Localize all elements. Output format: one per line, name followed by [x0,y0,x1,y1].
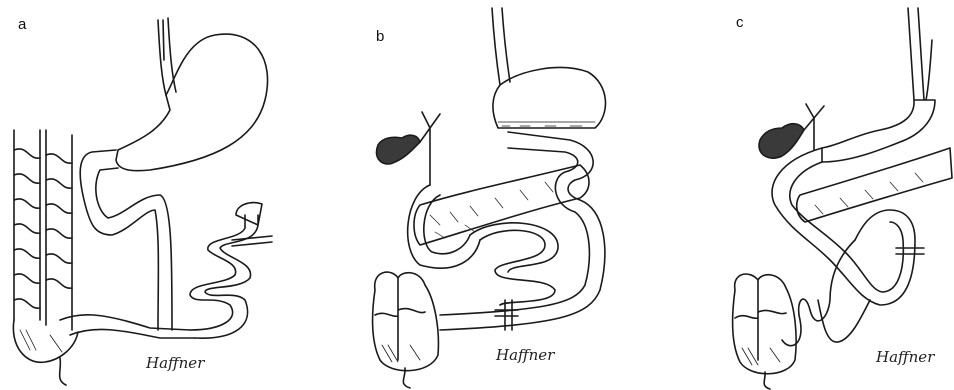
panel-a-coiled-bowel [190,215,258,338]
panel-b-signature: Haffner [495,346,555,364]
panel-a-rectum [13,320,78,385]
panel-b-illustration [373,8,606,388]
panel-b-esophagus [492,8,510,85]
panel-a-illustration [13,18,272,385]
panel-a-bowel-loop [80,150,172,330]
panel-b-gallbladder [376,135,420,164]
panel-c-bile-duct [804,104,824,150]
panel-c-esophagus [908,8,932,100]
panel-c-stomach [822,100,935,162]
panel-c-signature: Haffner [875,348,935,366]
panel-b-coiled-bowel [470,223,558,305]
panel-c-ligature [896,248,924,254]
panel-c-bowel-loop [772,148,915,305]
panel-a-esophagus [158,18,176,95]
panel-c-illustration [733,8,952,389]
panel-a-bowel-end [236,203,262,225]
panel-a-signature: Haffner [145,354,205,372]
panel-b-colon [373,272,439,371]
panel-c-colon [733,274,797,374]
panel-a-lower-limb [60,315,195,338]
panel-a-stomach [116,34,268,171]
panel-b-bile-duct [420,112,440,185]
panel-c-gallbladder [759,124,804,158]
